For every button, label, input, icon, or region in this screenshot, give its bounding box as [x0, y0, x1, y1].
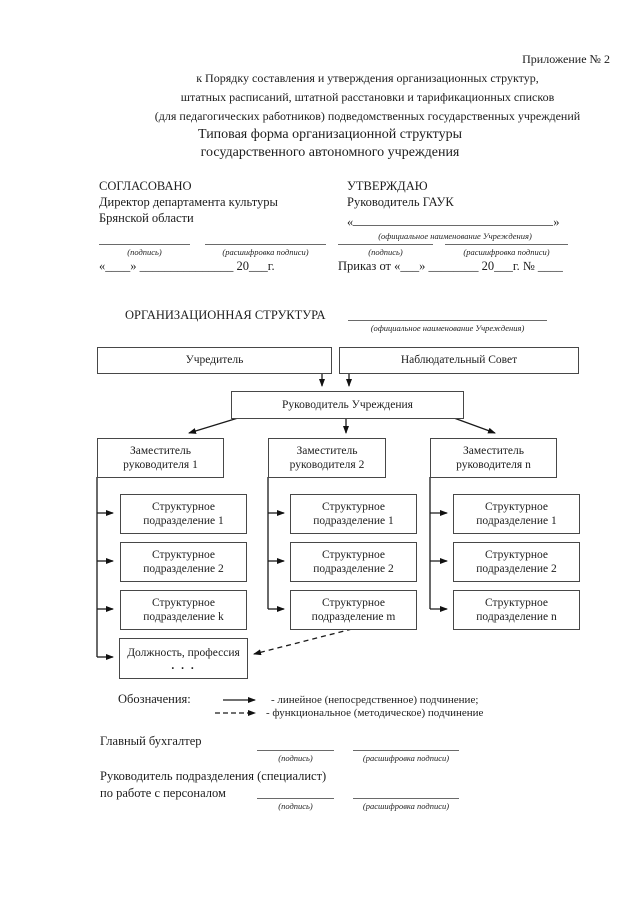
approval-order-blank: Приказ от «___» ________ 20___г. № ____ [338, 259, 563, 273]
agreed-heading: СОГЛАСОВАНО [99, 179, 192, 193]
hr-label-line-2: по работе с персоналом [100, 786, 226, 800]
accountant-label: Главный бухгалтер [100, 734, 202, 748]
structure-name-line [348, 320, 547, 321]
subdivision-box-3-2: Структурное подразделение 2 [453, 542, 580, 582]
head-box: Руководитель Учреждения [231, 391, 464, 419]
head-label: Руководитель Учреждения [282, 398, 413, 411]
subdivision-3-1-line-1: Структурное [485, 500, 548, 513]
agreed-decode-line [205, 244, 326, 245]
legend-label: Обозначения: [118, 692, 191, 706]
subdivision-box-1-2: Структурное подразделение 2 [120, 542, 247, 582]
position-box-ellipsis: . . . [171, 659, 196, 672]
subdivision-1-2-line-1: Структурное [152, 548, 215, 561]
accountant-sign-label: (подпись) [278, 753, 313, 763]
hr-decode-label: (расшифровка подписи) [362, 801, 450, 811]
order-reference-line-1: к Порядку составления и утверждения орга… [196, 71, 539, 85]
hr-decode-line [353, 798, 459, 799]
institution-name-hint: (официальное наименование Учреждения) [378, 231, 532, 241]
deputy-n-line-2: руководителя n [456, 459, 531, 471]
subdivision-3-2-line-1: Структурное [485, 548, 548, 561]
subdivision-box-1-1: Структурное подразделение 1 [120, 494, 247, 534]
subdivision-1-k-line-2: подразделение k [143, 611, 224, 623]
deputy-1-line-2: руководителя 1 [123, 459, 198, 471]
accountant-decode-label: (расшифровка подписи) [362, 753, 450, 763]
subdivision-2-m-line-1: Структурное [322, 596, 385, 609]
approved-block: УТВЕРЖДАЮ Руководитель ГАУК [347, 178, 587, 210]
agreed-position-line-1: Директор департамента культуры [99, 195, 278, 209]
accountant-signature-line [257, 750, 334, 751]
order-reference-line-2: штатных расписаний, штатной расстановки … [180, 90, 555, 104]
board-label: Наблюдательный Совет [400, 354, 518, 367]
position-box: Должность, профессия . . . [119, 638, 248, 679]
subdivision-1-1-line-2: подразделение 1 [143, 515, 224, 527]
connector-head-to-deputy-1 [188, 417, 239, 434]
agreed-block: СОГЛАСОВАНО Директор департамента культу… [99, 178, 334, 226]
subdivision-3-1-line-2: подразделение 1 [476, 515, 557, 527]
form-title-line-2: государственного автономного учреждения [200, 145, 460, 160]
deputy-box-n: Заместитель руководителя n [430, 438, 557, 478]
form-title-line-1: Типовая форма организационной структуры [197, 127, 463, 142]
subdivision-2-2-line-1: Структурное [322, 548, 385, 561]
subdivision-1-2-line-2: подразделение 2 [143, 563, 224, 575]
agreed-signature-line [99, 244, 190, 245]
agreed-sign-label: (подпись) [127, 247, 162, 257]
annex-header-block: Приложение № 2 к Порядку составления и у… [125, 50, 610, 126]
subdivision-2-1-line-1: Структурное [322, 500, 385, 513]
accountant-decode-line [353, 750, 459, 751]
approved-sign-label: (подпись) [368, 247, 403, 257]
form-title: Типовая форма организационной структуры … [100, 126, 560, 162]
annex-label: Приложение № 2 [522, 52, 610, 66]
approved-heading: УТВЕРЖДАЮ [347, 179, 428, 193]
agreed-decode-label: (расшифровка подписи) [222, 247, 309, 257]
approved-decode-line [445, 244, 568, 245]
subdivision-3-n-line-1: Структурное [485, 596, 548, 609]
subdivision-box-1-k: Структурное подразделение k [120, 590, 247, 630]
agreed-position-line-2: Брянской области [99, 211, 194, 225]
subdivision-box-2-1: Структурное подразделение 1 [290, 494, 417, 534]
hr-sign-label: (подпись) [278, 801, 313, 811]
structure-heading: ОРГАНИЗАЦИОННАЯ СТРУКТУРА [125, 308, 326, 322]
institution-name-field [353, 212, 554, 226]
deputy-1-line-1: Заместитель [130, 444, 191, 457]
position-box-line-1: Должность, профессия [127, 647, 240, 660]
order-reference-line-3: (для педагогических работников) подведом… [154, 109, 581, 123]
approved-signature-line [338, 244, 433, 245]
deputy-2-line-2: руководителя 2 [289, 459, 365, 471]
deputy-n-line-1: Заместитель [463, 444, 524, 457]
institution-name-blank: «» [347, 212, 560, 230]
quote-close: » [553, 215, 560, 229]
founder-box: Учредитель [97, 347, 332, 374]
structure-name-hint: (официальное наименование Учреждения) [370, 323, 525, 333]
subdivision-box-2-m: Структурное подразделение m [290, 590, 417, 630]
subdivision-box-2-2: Структурное подразделение 2 [290, 542, 417, 582]
subdivision-2-m-line-2: подразделение m [311, 611, 396, 623]
legend-dashed-text: - функциональное (методическое) подчинен… [266, 707, 484, 719]
connector-head-to-deputy-n [453, 417, 496, 434]
subdivision-box-3-n: Структурное подразделение n [453, 590, 580, 630]
founder-label: Учредитель [185, 354, 244, 367]
hr-signature-line [257, 798, 334, 799]
subdivision-1-k-line-1: Структурное [152, 596, 215, 609]
board-box: Наблюдательный Совет [339, 347, 579, 374]
deputy-2-line-1: Заместитель [296, 444, 358, 457]
subdivision-2-2-line-2: подразделение 2 [313, 563, 394, 575]
approved-decode-label: (расшифровка подписи) [463, 247, 550, 257]
quote-open: « [347, 215, 354, 229]
agreed-date-blank: «____» _______________ 20___г. [99, 259, 275, 273]
legend-solid-text: - линейное (непосредственное) подчинение… [271, 694, 479, 706]
deputy-box-1: Заместитель руководителя 1 [97, 438, 224, 478]
deputy-box-2: Заместитель руководителя 2 [268, 438, 386, 478]
hr-label-line-1: Руководитель подразделения (специалист) [100, 769, 327, 783]
approved-position: Руководитель ГАУК [347, 195, 454, 209]
dashed-functional-connector [253, 628, 353, 656]
subdivision-3-2-line-2: подразделение 2 [476, 563, 557, 575]
subdivision-box-3-1: Структурное подразделение 1 [453, 494, 580, 534]
subdivision-3-n-line-2: подразделение n [476, 611, 557, 623]
subdivision-2-1-line-2: подразделение 1 [313, 515, 394, 527]
subdivision-1-1-line-1: Структурное [152, 500, 215, 513]
